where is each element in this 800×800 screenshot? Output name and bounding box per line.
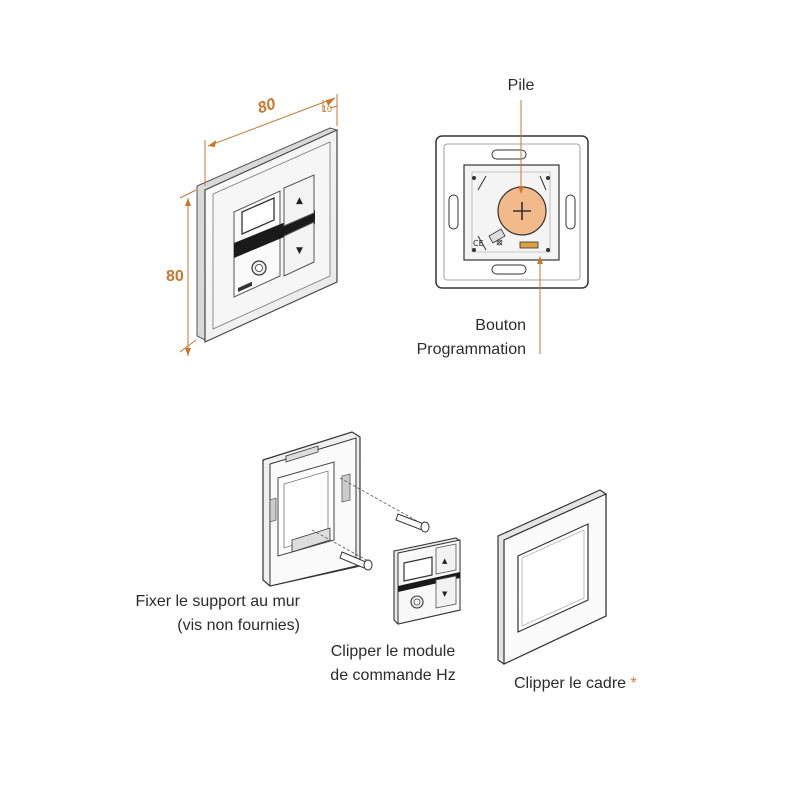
svg-text:▼: ▼ [296, 246, 303, 256]
depth-dimension: 10 [322, 104, 333, 114]
svg-text:▼: ▼ [442, 590, 448, 598]
svg-text:▲: ▲ [442, 557, 448, 565]
cover-frame [497, 489, 607, 665]
label-clipper-module: Clipper le module [330, 643, 456, 660]
screw-1 [395, 513, 425, 531]
svg-text:CE: CE [473, 239, 484, 248]
label-vis-non-fournies: (vis non fournies) [177, 617, 300, 634]
screw-2 [339, 551, 367, 569]
svg-text:▲: ▲ [296, 196, 303, 206]
down-button [283, 221, 315, 277]
label-bouton: Bouton [475, 317, 526, 334]
control-module: ▲ ▼ [393, 537, 461, 625]
label-clipper-cadre-text: Clipper le cadre [514, 675, 627, 692]
label-fixer-support: Fixer le support au mur [135, 593, 300, 610]
label-clipper-cadre: Clipper le cadre * [514, 674, 637, 694]
label-programmation: Programmation [416, 341, 526, 358]
mounting-support [262, 431, 430, 587]
back-view: CE ⊠ [435, 100, 589, 354]
label-commande-hz: de commande Hz [330, 667, 456, 684]
programming-button [519, 241, 539, 249]
front-switch-view: ▲ ▼ [179, 94, 338, 356]
asterisk-note: * [630, 675, 637, 692]
height-dimension: 80 [166, 268, 184, 285]
label-pile: Pile [507, 77, 535, 94]
lcd-display [241, 197, 275, 235]
svg-text:⊠: ⊠ [496, 238, 503, 247]
up-button [283, 174, 315, 227]
